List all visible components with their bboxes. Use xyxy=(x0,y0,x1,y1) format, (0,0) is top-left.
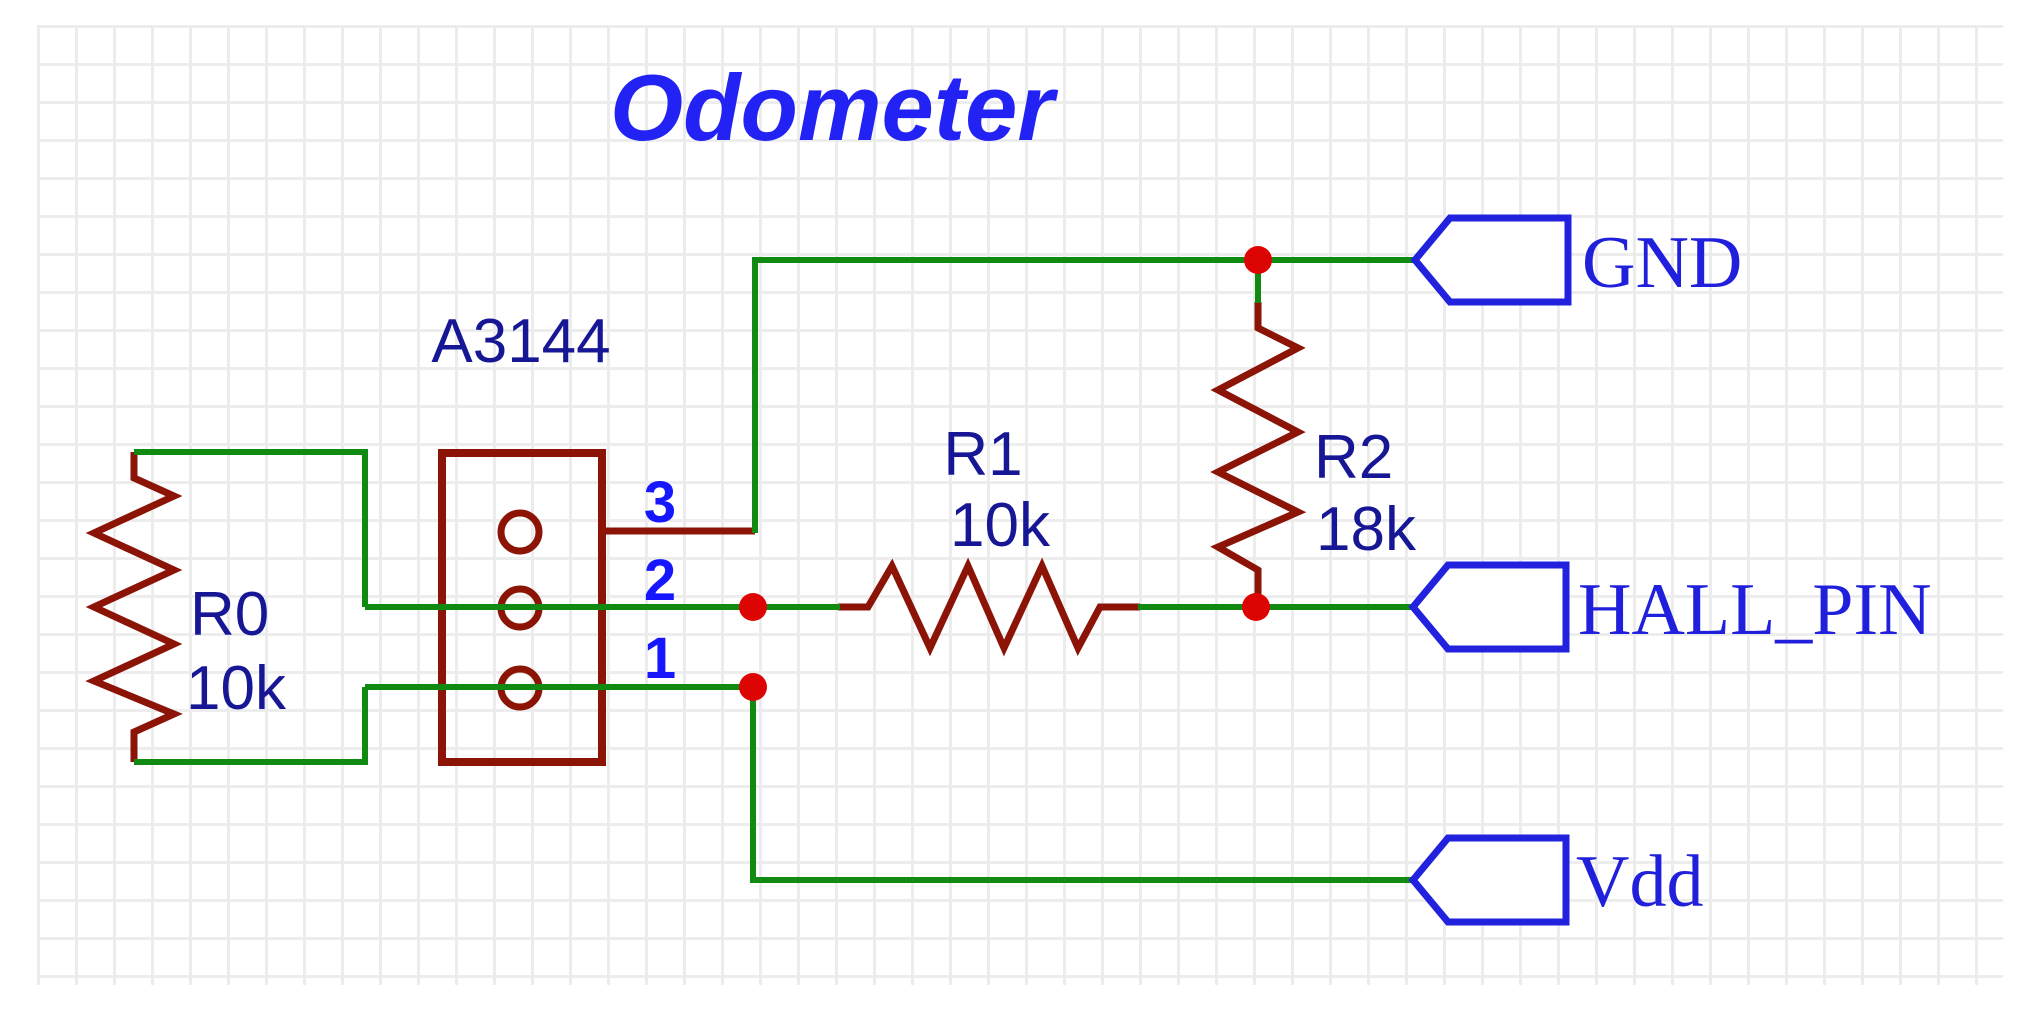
label-r1-ref[interactable]: R1 xyxy=(943,420,1022,489)
wire-r0-top-to-pin2[interactable] xyxy=(134,449,368,607)
ports xyxy=(1408,214,1572,926)
junction-pin1 xyxy=(739,673,767,701)
port-hallpin-shape[interactable] xyxy=(1408,561,1570,653)
resistor-r1-zigzag[interactable] xyxy=(838,557,1140,657)
port-vdd-label[interactable]: Vdd xyxy=(1576,841,1703,923)
resistor-r1-symbol[interactable] xyxy=(838,557,1140,657)
junction-gnd-r2 xyxy=(1244,246,1272,274)
resistor-r0-zigzag[interactable] xyxy=(85,452,183,762)
pin-number-3: 3 xyxy=(644,470,676,535)
label-r1-value[interactable]: 10k xyxy=(950,491,1051,560)
wire-pin3-to-gnd[interactable] xyxy=(752,257,1415,533)
sheet-title[interactable]: Odometer xyxy=(610,55,1058,160)
label-r2-value[interactable]: 18k xyxy=(1316,495,1417,564)
label-r0-ref[interactable]: R0 xyxy=(190,580,269,649)
pin-number-2: 2 xyxy=(644,548,676,613)
label-r0-value[interactable]: 10k xyxy=(186,654,287,723)
resistor-r0-symbol[interactable] xyxy=(85,452,183,762)
port-hallpin-label[interactable]: HALL_PIN xyxy=(1578,569,1932,651)
connector-pin3-circle xyxy=(497,509,543,555)
port-gnd-shape[interactable] xyxy=(1410,214,1572,306)
label-a3144[interactable]: A3144 xyxy=(431,307,610,376)
junction-r1-r2 xyxy=(1242,593,1270,621)
wires xyxy=(134,257,1415,883)
resistor-r2-zigzag[interactable] xyxy=(1210,302,1307,600)
wire-pin1-to-vdd[interactable] xyxy=(750,687,1413,883)
label-r2-ref[interactable]: R2 xyxy=(1314,423,1393,492)
pin-number-1: 1 xyxy=(644,626,676,691)
port-vdd-shape[interactable] xyxy=(1408,834,1570,926)
junction-dots xyxy=(739,246,1272,701)
resistor-r2-symbol[interactable] xyxy=(1210,302,1307,600)
wire-r0-bottom-to-pin1[interactable] xyxy=(134,687,368,765)
port-gnd-label[interactable]: GND xyxy=(1582,222,1742,304)
junction-pin2 xyxy=(739,593,767,621)
